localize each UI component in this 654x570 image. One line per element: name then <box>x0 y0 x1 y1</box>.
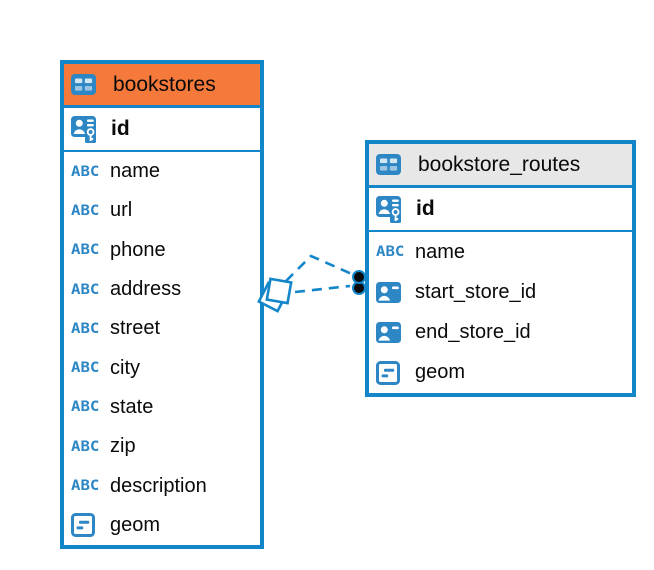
column-row[interactable]: ABC description <box>64 466 260 506</box>
column-name: end_store_id <box>415 321 531 344</box>
table-header[interactable]: bookstores <box>64 64 260 108</box>
column-name: city <box>110 356 140 379</box>
relationship-link[interactable] <box>257 254 366 313</box>
column-name: id <box>416 197 435 220</box>
column-row[interactable]: geom <box>369 352 632 393</box>
column-name: street <box>110 317 161 340</box>
object-type-icon <box>71 513 105 538</box>
columns-list: ABC name start_store_id end_store_id ge <box>369 232 632 393</box>
columns-list: ABC name ABC url ABC phone ABC address A… <box>64 152 260 545</box>
table-header[interactable]: bookstore_routes <box>369 144 632 188</box>
relationship-line-upper <box>285 254 355 282</box>
column-row[interactable]: geom <box>64 505 260 545</box>
column-row[interactable]: ABC zip <box>64 427 260 467</box>
column-name: zip <box>110 435 136 458</box>
primary-key-icon <box>376 194 410 224</box>
column-name: phone <box>110 238 166 261</box>
column-name: url <box>110 199 133 222</box>
relationship-line-lower <box>294 284 351 294</box>
table-bookstores[interactable]: bookstores id ABC name ABC url ABC phone… <box>60 60 264 549</box>
column-name: name <box>415 240 466 263</box>
column-row[interactable]: start_store_id <box>369 272 632 313</box>
column-name: name <box>110 160 161 183</box>
column-row[interactable]: ABC url <box>64 191 260 231</box>
text-type-icon: ABC <box>71 438 100 455</box>
relationship-diamond-front <box>265 277 293 305</box>
column-row[interactable]: ABC street <box>64 309 260 349</box>
text-type-icon: ABC <box>71 478 100 495</box>
column-name: start_store_id <box>415 280 537 303</box>
text-type-icon: ABC <box>71 163 100 180</box>
primary-key-icon <box>71 114 105 144</box>
table-icon <box>71 74 105 95</box>
column-row[interactable]: ABC state <box>64 387 260 428</box>
column-name: description <box>110 474 207 497</box>
text-type-icon: ABC <box>71 242 100 259</box>
text-type-icon: ABC <box>71 360 100 377</box>
text-type-icon: ABC <box>376 244 405 261</box>
text-type-icon: ABC <box>71 320 100 337</box>
text-type-icon: ABC <box>71 281 100 298</box>
column-row[interactable]: ABC address <box>64 269 260 310</box>
column-name: id <box>111 117 130 140</box>
table-icon <box>376 154 410 175</box>
column-row[interactable]: ABC name <box>64 152 260 192</box>
column-name: state <box>110 395 154 418</box>
table-bookstore-routes[interactable]: bookstore_routes id ABC name start_store… <box>365 140 636 397</box>
object-type-icon <box>376 360 410 385</box>
relationship-endpoint-lower <box>352 281 366 295</box>
column-name: address <box>110 278 182 301</box>
foreign-key-icon <box>376 322 410 344</box>
table-title: bookstore_routes <box>418 152 581 176</box>
primary-key-row[interactable]: id <box>64 108 260 152</box>
relationship-endpoint-upper <box>352 270 366 284</box>
column-name: geom <box>110 513 161 536</box>
column-row[interactable]: ABC phone <box>64 230 260 270</box>
table-title: bookstores <box>113 72 216 96</box>
column-row[interactable]: ABC name <box>369 232 632 273</box>
foreign-key-icon <box>376 281 410 303</box>
column-name: geom <box>415 361 466 384</box>
text-type-icon: ABC <box>71 202 100 219</box>
primary-key-row[interactable]: id <box>369 188 632 232</box>
column-row[interactable]: end_store_id <box>369 312 632 353</box>
column-row[interactable]: ABC city <box>64 348 260 388</box>
text-type-icon: ABC <box>71 399 100 416</box>
